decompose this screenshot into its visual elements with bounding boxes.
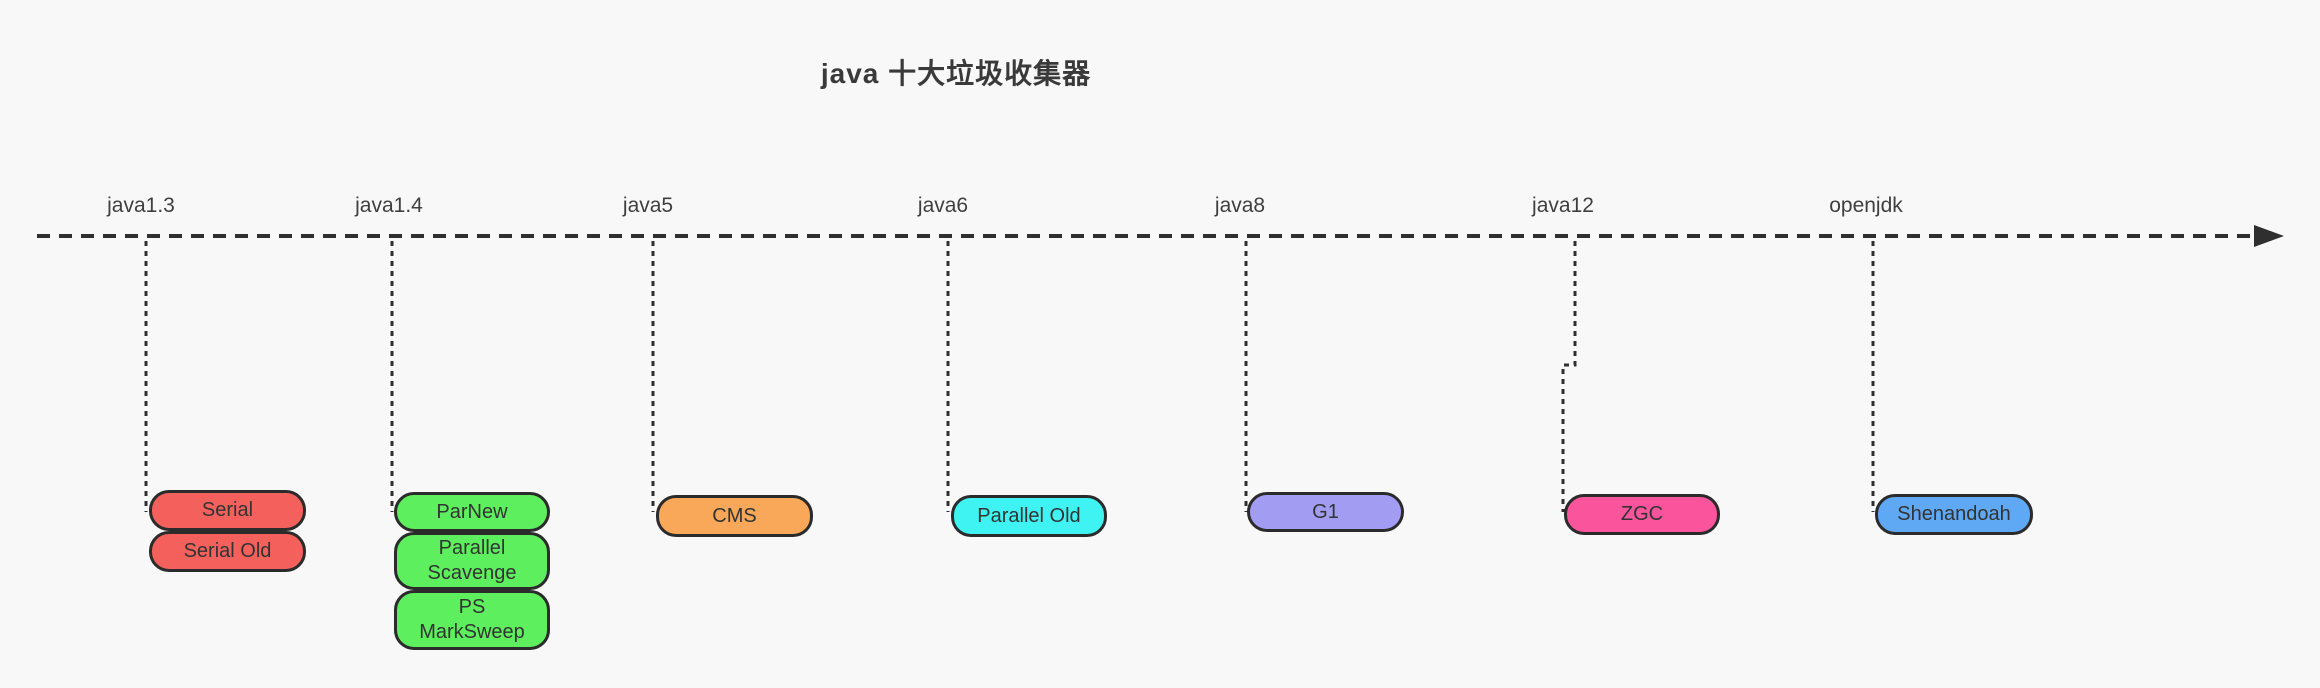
version-label-java8: java8 [1214, 194, 1266, 217]
gc-box-parnew: ParNew [394, 492, 550, 532]
gc-box-label: Serial Old [183, 540, 272, 562]
version-label-java12: java12 [1532, 194, 1594, 217]
gc-box-parallel-scavenge: Parallel Scavenge [394, 532, 550, 590]
timeline-arrowhead-icon [2254, 225, 2284, 247]
gc-box-zgc: ZGC [1564, 494, 1720, 535]
version-label-java1.4: java1.4 [355, 194, 423, 217]
gc-box-label: Parallel Old [977, 504, 1081, 527]
gc-box-ps-marksweep: PS MarkSweep [394, 590, 550, 650]
gc-box-cms: CMS [656, 495, 813, 537]
gc-box-parallel-old: Parallel Old [951, 495, 1107, 537]
gc-box-label: Shenandoah [1897, 503, 2011, 525]
diagram-title: java 十大垃圾收集器 [820, 58, 1092, 89]
gc-box-label: Parallel Scavenge [427, 537, 517, 584]
version-label-java1.3: java1.3 [107, 194, 175, 217]
gc-box-label: G1 [1312, 500, 1339, 523]
timeline-connector-java12 [1561, 241, 1577, 512]
version-label-java5: java5 [622, 194, 674, 217]
gc-box-label: PS MarkSweep [419, 596, 525, 643]
gc-box-label: CMS [712, 504, 757, 527]
gc-box-serial-old: Serial Old [149, 531, 306, 572]
gc-box-g1: G1 [1247, 492, 1404, 532]
version-label-java6: java6 [917, 194, 969, 217]
gc-box-label: ZGC [1620, 503, 1664, 525]
version-label-openjdk: openjdk [1829, 194, 1903, 217]
gc-box-label: ParNew [436, 500, 508, 523]
gc-box-shenandoah: Shenandoah [1875, 494, 2033, 535]
gc-box-label: Serial [201, 499, 254, 521]
gc-box-serial: Serial [149, 490, 306, 531]
